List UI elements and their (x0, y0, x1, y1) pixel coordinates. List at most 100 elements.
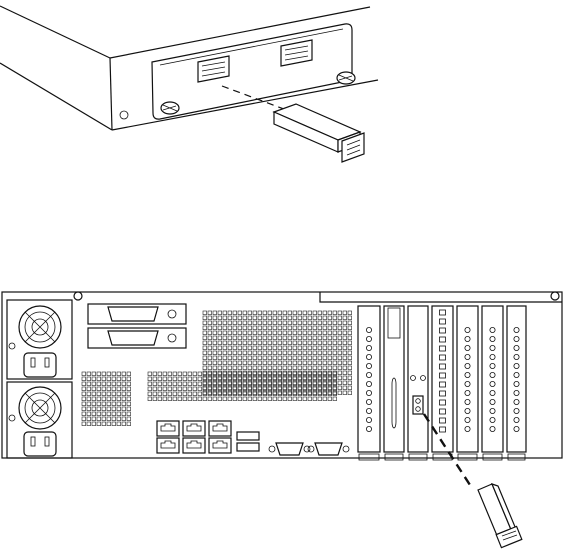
vent-hole (258, 372, 262, 376)
vent-hole (283, 372, 287, 376)
vent-hole (333, 321, 337, 325)
vent-hole (163, 392, 167, 396)
vent-hole (303, 321, 307, 325)
vent-hole (178, 397, 182, 401)
vent-hole (308, 392, 312, 396)
vent-hole (238, 331, 242, 335)
vent-hole (338, 371, 342, 375)
vent-hole (228, 326, 232, 330)
vent-hole (278, 311, 282, 315)
vent-hole (102, 402, 106, 406)
vent-hole (238, 356, 242, 360)
vent-hole (198, 382, 202, 386)
vent-hole (293, 321, 297, 325)
vent-hole (102, 387, 106, 391)
vent-hole (102, 412, 106, 416)
vent-hole (213, 316, 217, 320)
vent-hole (168, 382, 172, 386)
vent-hole (313, 336, 317, 340)
vent-hole (203, 392, 207, 396)
vent-hole (238, 346, 242, 350)
vent-hole (233, 356, 237, 360)
vent-hole (208, 341, 212, 345)
vent-hole (308, 326, 312, 330)
rj45-port (209, 421, 231, 436)
vent-hole (218, 366, 222, 370)
vent-hole (303, 326, 307, 330)
vent-hole (107, 392, 111, 396)
vent-hole (218, 321, 222, 325)
vent-hole (298, 361, 302, 365)
vent-hole (238, 351, 242, 355)
vent-hole (228, 331, 232, 335)
vent-hole (203, 381, 207, 385)
vent-hole (87, 422, 91, 426)
vent-hole (263, 386, 267, 390)
vent-hole (273, 356, 277, 360)
vent-hole (253, 311, 257, 315)
vent-hole (173, 387, 177, 391)
vent-hole (228, 372, 232, 376)
vent-hole (258, 336, 262, 340)
vent-hole (248, 331, 252, 335)
vent-hole (218, 392, 222, 396)
vent-hole (158, 377, 162, 381)
vent-hole (348, 376, 352, 380)
vent-hole (348, 311, 352, 315)
vent-hole (268, 371, 272, 375)
vent-hole (308, 377, 312, 381)
chassis-screw-icon (74, 292, 82, 300)
vent-hole (328, 356, 332, 360)
vent-hole (293, 392, 297, 396)
vent-hole (97, 372, 101, 376)
vent-hole (263, 372, 267, 376)
vent-hole (213, 387, 217, 391)
vent-hole (233, 371, 237, 375)
vent-hole (233, 392, 237, 396)
power-supply-2 (7, 382, 72, 458)
vent-hole (338, 311, 342, 315)
vent-hole (283, 386, 287, 390)
vent-hole (323, 386, 327, 390)
vent-hole (122, 372, 126, 376)
vent-hole (203, 346, 207, 350)
vent-hole (87, 377, 91, 381)
vent-hole (233, 351, 237, 355)
vent-hole (328, 311, 332, 315)
vent-hole (303, 372, 307, 376)
vent-hole (293, 376, 297, 380)
vent-hole (318, 377, 322, 381)
vent-hole (323, 311, 327, 315)
vent-hole (223, 392, 227, 396)
vent-hole (263, 366, 267, 370)
vent-hole (338, 381, 342, 385)
vent-hole (303, 311, 307, 315)
vent-hole (173, 377, 177, 381)
vent-hole (218, 382, 222, 386)
vent-hole (102, 372, 106, 376)
vent-hole (248, 376, 252, 380)
vent-hole (338, 336, 342, 340)
vent-hole (333, 397, 337, 401)
vent-hole (263, 377, 267, 381)
vent-hole (263, 381, 267, 385)
vent-hole (223, 311, 227, 315)
vent-hole (208, 392, 212, 396)
vent-hole (238, 372, 242, 376)
vent-hole (348, 321, 352, 325)
vent-hole (87, 387, 91, 391)
vent-hole (238, 392, 242, 396)
vent-hole (203, 326, 207, 330)
vent-hole (318, 397, 322, 401)
vent-hole (258, 397, 262, 401)
vent-hole (213, 346, 217, 350)
vent-hole (183, 392, 187, 396)
vent-hole (263, 331, 267, 335)
vent-hole (263, 371, 267, 375)
vent-hole (193, 372, 197, 376)
vent-hole (198, 397, 202, 401)
vent-hole (278, 326, 282, 330)
vent-hole (283, 346, 287, 350)
vent-hole (278, 331, 282, 335)
vent-hole (208, 336, 212, 340)
